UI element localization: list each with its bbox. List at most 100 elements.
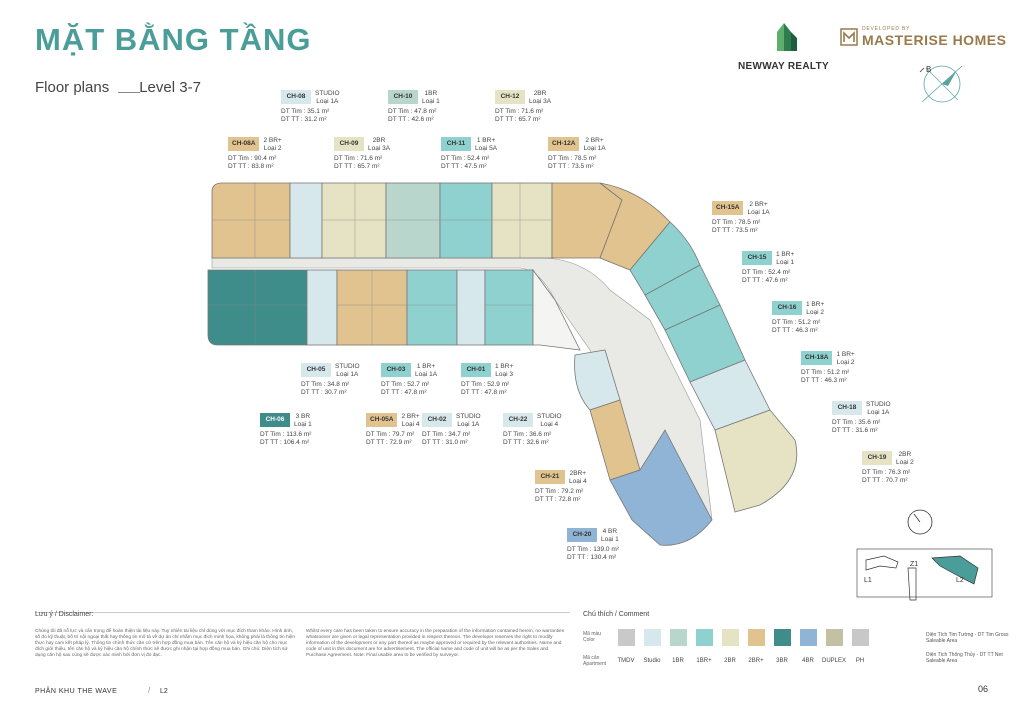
unit-type: 1 BR+ (495, 363, 514, 370)
unit-dt-tim: 51.2 m² (827, 369, 850, 376)
legend-swatch (747, 628, 765, 646)
dt-tim-label: DT Tim (228, 155, 249, 162)
newway-logo-text: NEWWAY REALTY (738, 61, 829, 72)
unit-loai: Loại 5A (475, 145, 498, 152)
page-title: MẶT BẰNG TẦNG (35, 22, 312, 57)
legend-swatch (669, 628, 687, 646)
legend-color-label: Mã màu Color (583, 631, 602, 643)
dt-tim-label: DT Tim (260, 431, 281, 438)
unit-dt-tt: 83.8 m² (251, 163, 274, 170)
legend-swatch (851, 628, 869, 646)
dt-tt-label: DT TT (388, 116, 407, 123)
unit-dt-tim: 47.8 m² (414, 108, 437, 115)
legend-label: TMDV (617, 658, 635, 664)
unit-loai: Loại 2 (836, 359, 855, 366)
unit-dt-tt: 106.4 m² (283, 439, 310, 446)
unit-dt-tt: 65.7 m² (518, 116, 541, 123)
unit-type: 1BR (424, 90, 438, 97)
unit-type: 2 BR+ (585, 137, 604, 144)
unit-code: CH-22 (503, 413, 533, 427)
note-dt-tim: Diện Tích Tim Tường - DT Tim Gross Salea… (926, 632, 1009, 644)
legend-swatch-cell (795, 628, 821, 646)
unit-dt-tt: 65.7 m² (357, 163, 380, 170)
unit-dt-tt: 30.7 m² (324, 389, 347, 396)
dt-tim-label: DT Tim (772, 319, 793, 326)
unit-loai: Loại 1A (336, 371, 359, 378)
unit-dt-tim: 71.6 m² (360, 155, 383, 162)
unit-dt-tt: 47.6 m² (765, 277, 788, 284)
unit-type: 3 BR (295, 413, 311, 420)
dt-tt-label: DT TT (334, 163, 353, 170)
unit-type: 2BR (533, 90, 547, 97)
unit-dt-tt: 70.7 m² (885, 477, 908, 484)
dt-tt-label: DT TT (742, 277, 761, 284)
unit-ch-10 (385, 182, 441, 259)
unit-type: 2BR+ (569, 470, 587, 477)
unit-type: STUDIO (315, 90, 340, 97)
disclaimer-en: Whilst every care has been taken to ensu… (306, 629, 565, 658)
unit-code: CH-18 (832, 401, 862, 415)
dt-tim-label: DT Tim (712, 219, 733, 226)
masterise-logo: DEVELOPED BY MASTERISE HOMES (840, 26, 1006, 48)
unit-loai: Loại 2 (806, 309, 824, 316)
unit-loai: Loại 3A (529, 98, 552, 105)
unit-dt-tim: 34.8 m² (327, 381, 350, 388)
unit-dt-tim: 76.3 m² (888, 469, 911, 476)
dt-tim-label: DT Tim (461, 381, 482, 388)
unit-loai: Loại 4 (569, 478, 587, 485)
unit-dt-tt: 47.8 m² (404, 389, 427, 396)
dt-tim-label: DT Tim (366, 431, 387, 438)
unit-ch-08 (289, 182, 323, 259)
unit-dt-tt: 46.3 m² (824, 377, 847, 384)
legend-label: 1BR (672, 658, 684, 664)
unit-dt-tim: 52.7 m² (407, 381, 430, 388)
unit-type: 1 BR+ (476, 137, 496, 144)
dt-tim-label: DT Tim (548, 155, 569, 162)
legend-label: DUPLEX (821, 658, 846, 664)
unit-dt-tt: 31.6 m² (855, 427, 878, 434)
unit-core (532, 268, 581, 351)
unit-code: CH-08A (228, 137, 260, 151)
legend-swatch-cell (691, 628, 717, 646)
dt-tim-label: DT Tim (801, 369, 822, 376)
unit-dt-tim: 78.5 m² (574, 155, 597, 162)
unit-type: 4 BR (602, 528, 618, 535)
unit-dt-tim: 35.1 m² (307, 108, 330, 115)
legend-label: 1BR+ (696, 658, 712, 664)
comment-title: Chú thích / Comment (583, 611, 650, 618)
dt-tim-label: DT Tim (832, 419, 853, 426)
unit-dt-tt: 47.8 m² (484, 389, 507, 396)
unit-code: CH-18A (801, 351, 833, 365)
dt-tt-label: DT TT (260, 439, 279, 446)
footer-zone: PHÂN KHU THE WAVE (35, 688, 118, 695)
dt-tt-label: DT TT (228, 163, 247, 170)
dt-tt-label: DT TT (832, 427, 851, 434)
unit-loai: Loại 2 (896, 459, 914, 466)
dt-tt-label: DT TT (381, 389, 400, 396)
unit-code: CH-05A (366, 413, 398, 427)
unit-loai: Loại 1A (415, 371, 438, 378)
keymap-l1: L1 (864, 577, 872, 584)
masterise-dev-prefix: DEVELOPED BY (862, 26, 911, 32)
unit-dt-tim: 139.0 m² (593, 546, 619, 553)
dt-tim-label: DT Tim (381, 381, 402, 388)
legend-swatch (617, 628, 635, 646)
legend-swatch-cell (743, 628, 769, 646)
interior-walls (208, 183, 552, 345)
dt-tt-label: DT TT (301, 389, 320, 396)
dt-tim-label: DT Tim (281, 108, 302, 115)
unit-loai: Loại 1A (747, 209, 770, 216)
unit-dt-tim: 35.6 m² (858, 419, 881, 426)
footer-separator: / (148, 686, 151, 695)
legend-apt-label: Mã căn Apartment (583, 655, 607, 667)
unit-ch-15a (599, 182, 671, 271)
legend-swatch-cell (639, 628, 665, 646)
unit-loai: Loại 4 (401, 421, 420, 428)
legend-swatch-cell (847, 628, 873, 646)
